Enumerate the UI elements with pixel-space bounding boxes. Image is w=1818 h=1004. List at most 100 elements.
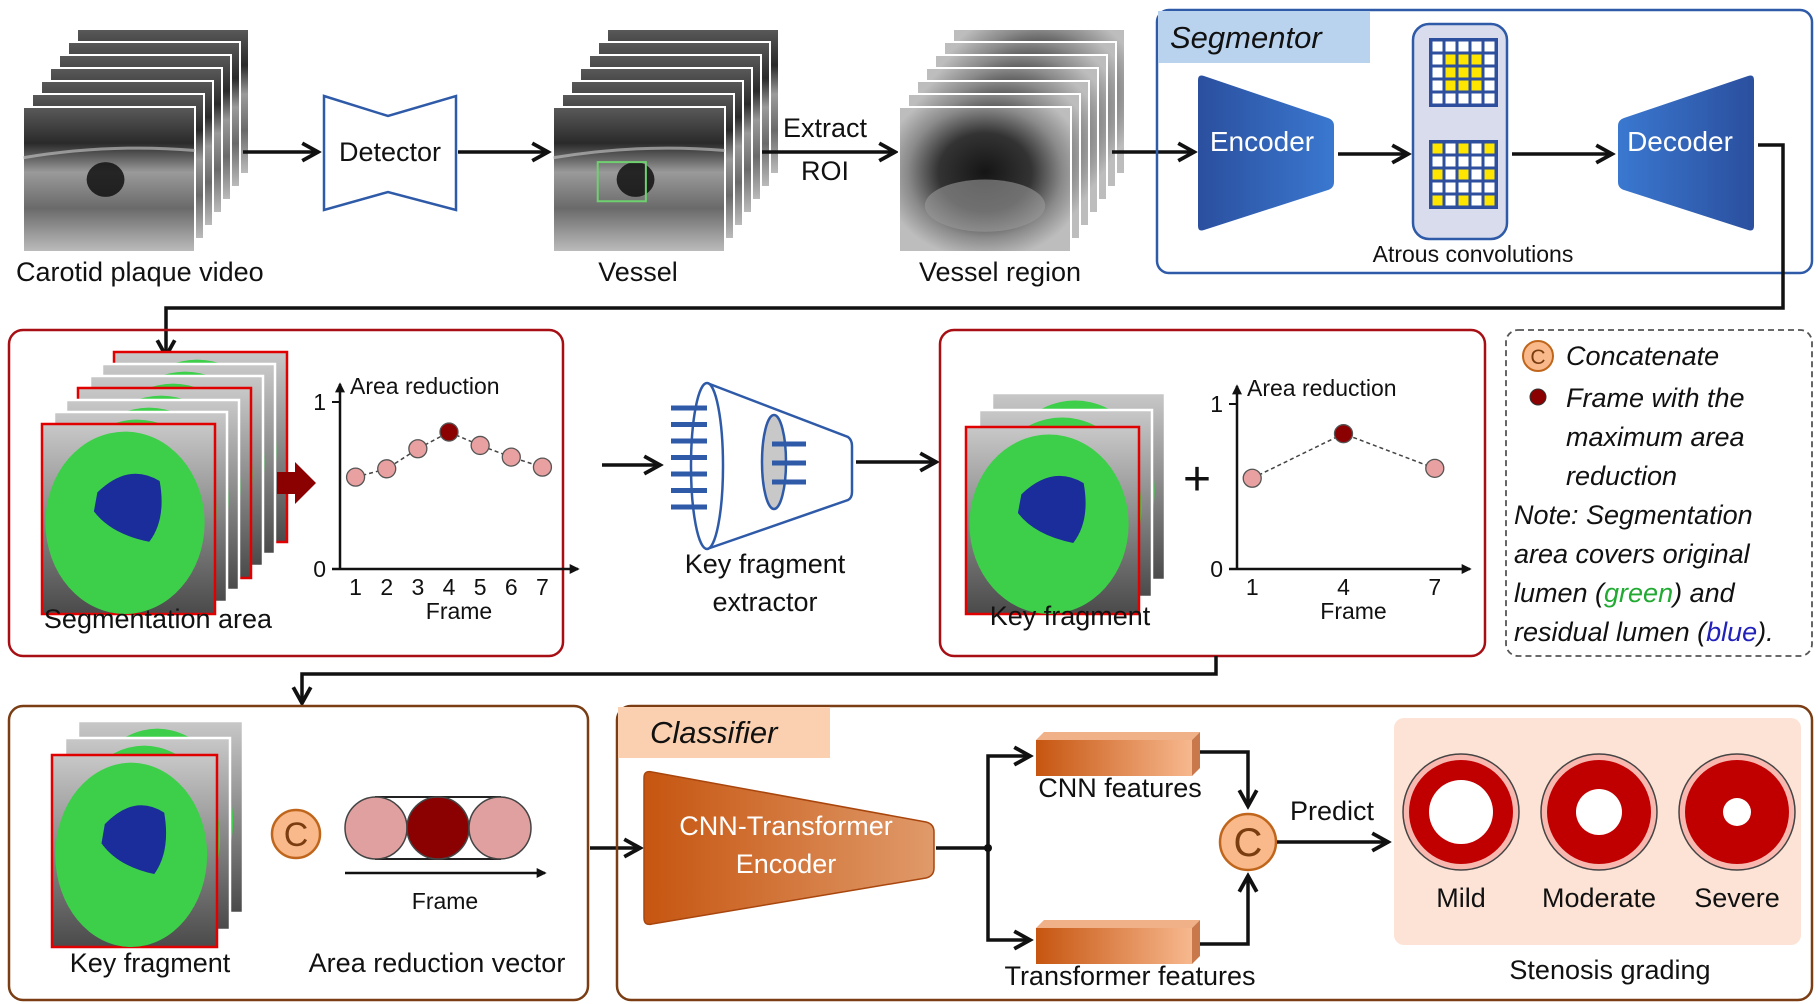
vessel-lumen <box>86 162 125 197</box>
data-point <box>470 435 490 456</box>
x-tick-label: 7 <box>536 574 549 600</box>
extractor-label-line2: extractor <box>712 587 817 617</box>
segmentation-frame <box>40 422 217 616</box>
vessel-region-label: Vessel region <box>919 257 1081 287</box>
cnn-features-block <box>1036 732 1200 776</box>
transformer-features-label: Transformer features <box>1004 961 1255 991</box>
ultrasound-frame <box>552 106 726 253</box>
max-point <box>1333 424 1354 444</box>
x-tick-label: 7 <box>1428 574 1441 600</box>
max-frame-legend-line1: Frame with the <box>1566 383 1745 413</box>
segmentor-border <box>1155 8 1814 275</box>
atrous-label: Atrous convolutions <box>1373 241 1574 267</box>
blue-word: blue <box>1706 617 1757 647</box>
kernel-cell <box>1432 156 1443 167</box>
key-fragment-label-row3: Key fragment <box>70 948 231 978</box>
kernel-cell <box>1471 156 1482 167</box>
segmentation-frame <box>50 753 219 949</box>
red-arrow-icon <box>277 462 316 504</box>
y-tick-label: 0 <box>1210 556 1223 582</box>
x-tick-label: 5 <box>474 574 487 600</box>
encoder-label: Encoder <box>1210 126 1314 157</box>
cnn-features-to-concat <box>1200 750 1248 806</box>
kernel-cell <box>1445 195 1456 206</box>
kernel-cell <box>1445 169 1456 180</box>
segmentation-frame <box>964 425 1141 616</box>
data-point <box>1242 468 1262 488</box>
area-reduction-vector <box>344 796 532 860</box>
kernel-cell-active <box>1445 54 1456 65</box>
residual-lumen-blue <box>93 473 162 542</box>
kernel-cell <box>1445 93 1456 104</box>
data-point <box>377 459 397 479</box>
segmentor-title-bg <box>1158 11 1370 63</box>
kernel-cell-active <box>1432 195 1443 206</box>
segmentor-title: Segmentor <box>1170 20 1323 55</box>
kernel-cell <box>1432 182 1443 193</box>
connector-decoder-to-segmentation <box>166 143 1785 356</box>
classifier-panel: Classifier CNN-Transformer Encoder CNN f… <box>615 704 1814 1002</box>
concat-symbol-classifier: C <box>1234 821 1263 865</box>
carotid-video-stack <box>22 28 250 253</box>
roi-label: ROI <box>801 156 849 186</box>
x-tick-label: 1 <box>1246 574 1259 600</box>
kernel-cell-active <box>1432 143 1443 154</box>
kernel-cell-active <box>1471 80 1482 91</box>
carotid-video-label: Carotid plaque video <box>16 257 264 287</box>
x-tick-label: 6 <box>505 574 518 600</box>
classifier-border <box>615 704 1814 1002</box>
area-reduction-vector-label: Area reduction vector <box>309 948 566 978</box>
concat-icon-classifier <box>1218 812 1278 872</box>
concat-legend-label: Concatenate <box>1566 341 1719 371</box>
classifier-title: Classifier <box>650 715 779 750</box>
vector-element <box>468 796 532 860</box>
grade-moderate: Moderate <box>1540 753 1658 913</box>
y-axis-label: Area reduction <box>1247 375 1397 401</box>
lumen <box>1429 780 1493 844</box>
ultrasound-frame <box>22 106 196 253</box>
kernel-cell <box>1484 67 1495 78</box>
stenosis-grading-label: Stenosis grading <box>1509 955 1710 985</box>
x-tick-label: 4 <box>1337 574 1350 600</box>
encoder-block <box>1198 75 1334 231</box>
kernel-cell <box>1471 182 1482 193</box>
cnn-transformer-encoder-block <box>643 770 935 926</box>
vessel-label: Vessel <box>598 257 678 287</box>
segmentation-panel <box>7 328 565 658</box>
kernel-cell <box>1432 93 1443 104</box>
kernel-cell-active <box>1445 67 1456 78</box>
note-line3: lumen (green) and <box>1514 578 1736 608</box>
key-fragment-stack-row3 <box>50 719 245 949</box>
branch-to-transformer-features <box>986 848 1030 940</box>
classifier-title-bg <box>618 707 830 758</box>
lumen <box>1576 789 1622 835</box>
y-tick-label: 0 <box>313 556 326 582</box>
kernel-cell <box>1445 182 1456 193</box>
plus-sign: + <box>1183 453 1211 506</box>
grade-label: Moderate <box>1542 883 1656 913</box>
max-frame-legend-line2: maximum area <box>1566 422 1745 452</box>
note-line4: residual lumen (blue). <box>1514 617 1774 647</box>
encoder-label-line1: CNN-Transformer <box>679 811 893 841</box>
key-fragment-stack <box>964 391 1167 616</box>
kernel-cell <box>1484 93 1495 104</box>
detector-shape <box>322 94 458 212</box>
kernel-cell <box>1471 169 1482 180</box>
x-tick-label: 3 <box>411 574 424 600</box>
grade-mild: Mild <box>1402 753 1520 913</box>
key-fragment-label: Key fragment <box>990 601 1151 631</box>
grade-label: Severe <box>1694 883 1780 913</box>
kernel-cell <box>1484 41 1495 52</box>
kernel-cell <box>1471 143 1482 154</box>
residual-lumen-blue <box>1017 475 1086 543</box>
kernel-cell <box>1458 41 1469 52</box>
grade-severe: Severe <box>1678 753 1796 913</box>
vector-element <box>406 796 470 860</box>
cnn-features-label: CNN features <box>1038 773 1202 803</box>
roi-bounding-box <box>596 161 647 203</box>
x-tick-label: 2 <box>380 574 393 600</box>
vector-element <box>344 796 408 860</box>
